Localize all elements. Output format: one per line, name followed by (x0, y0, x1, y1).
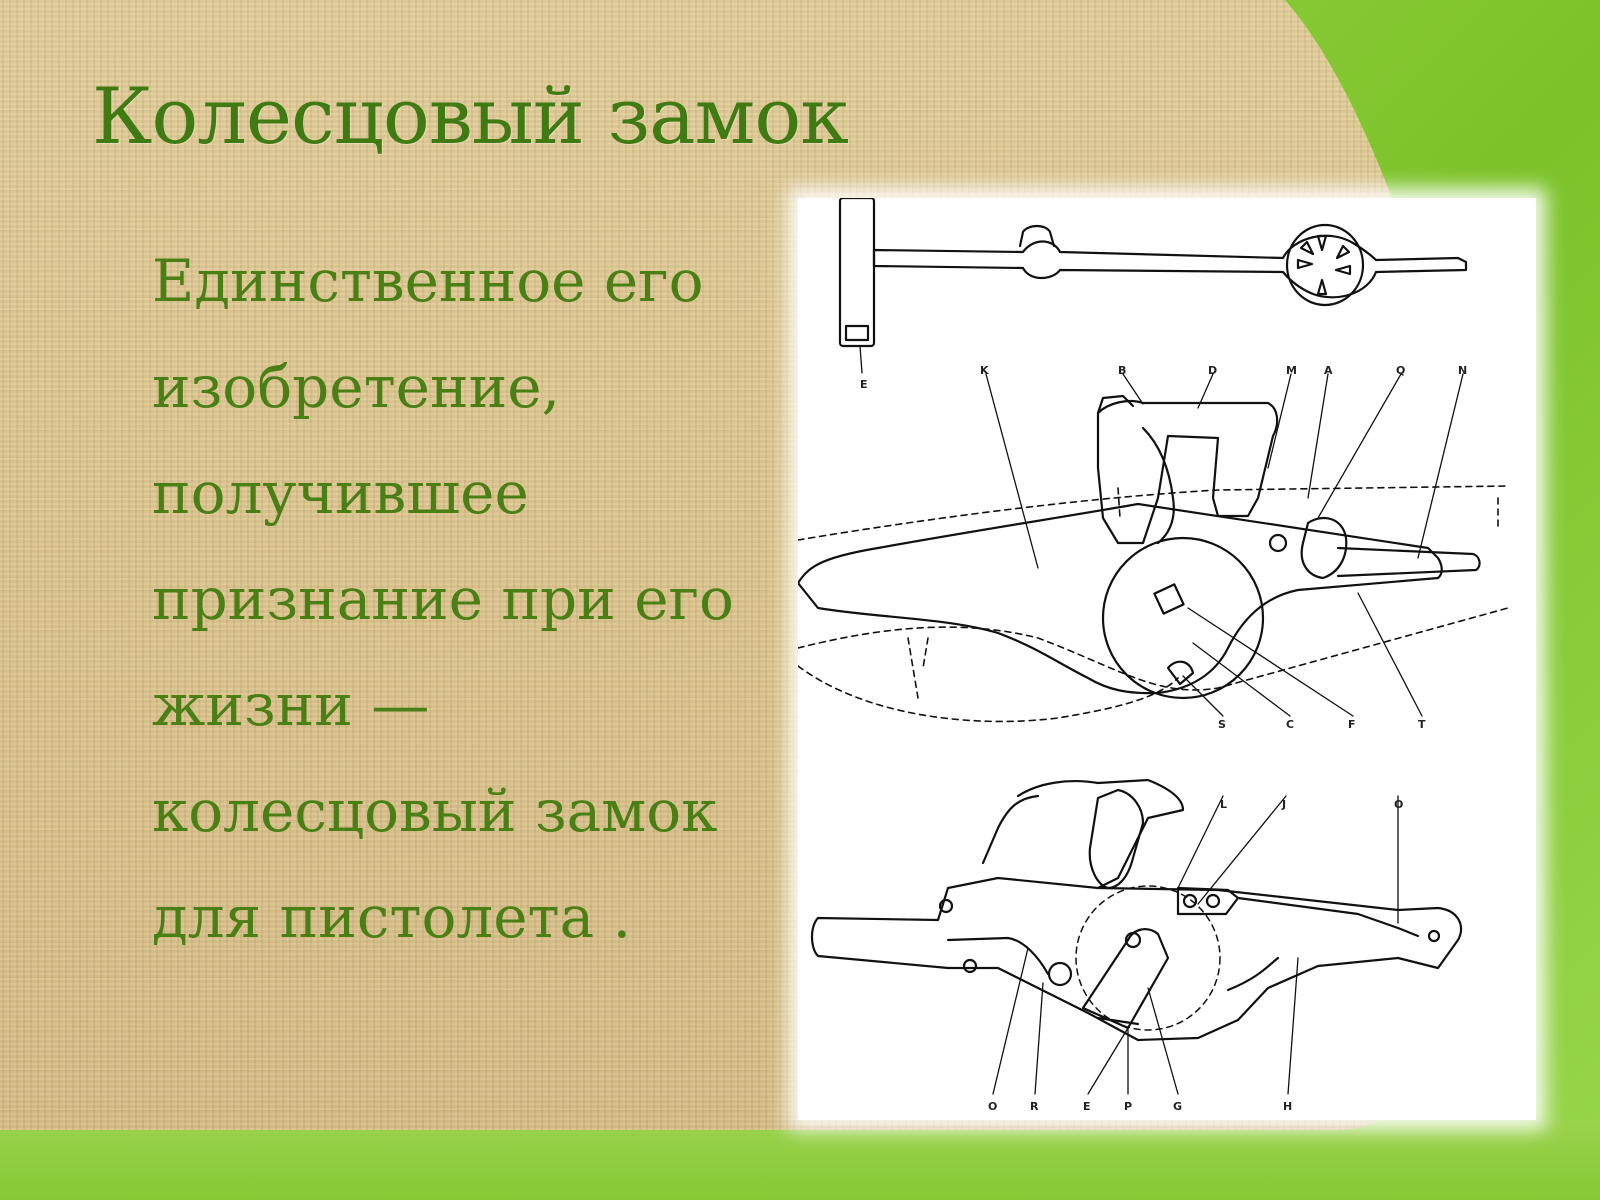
wheellock-diagram: E K B D M A Q N S C F T L J O O R E P G … (798, 198, 1536, 1120)
label-k: K (980, 364, 989, 377)
slide-title: Колесцовый замок (92, 72, 849, 162)
label-d: D (1208, 364, 1217, 377)
label-m: M (1286, 364, 1297, 377)
label-r: R (1030, 1100, 1039, 1113)
body-line: получившее (152, 459, 529, 527)
label-a: A (1324, 364, 1333, 377)
diagram-labels: E K B D M A Q N S C F T L J O O R E P G … (860, 364, 1467, 1113)
slide-bottom-band (0, 1120, 1600, 1200)
label-n: N (1458, 364, 1467, 377)
label-f: F (1348, 718, 1356, 731)
label-b: B (1118, 364, 1126, 377)
label-c: C (1286, 718, 1294, 731)
label-e: E (1083, 1100, 1091, 1113)
body-line: Единственное его (152, 247, 704, 315)
body-line: колесцовый замок (152, 777, 718, 845)
label-l: L (1220, 798, 1227, 811)
body-line: признание при его (152, 565, 734, 633)
lock-plate-part (798, 394, 1481, 700)
label-j: J (1281, 798, 1286, 811)
wheellock-drawing: E K B D M A Q N S C F T L J O O R E P G … (798, 198, 1509, 1113)
leader-lines (859, 345, 1464, 1095)
label-g: G (1173, 1100, 1182, 1113)
body-line: изобретение, (152, 353, 561, 421)
label-h: H (1283, 1100, 1292, 1113)
body-line: жизни — (152, 671, 430, 739)
body-line: для пистолета . (152, 883, 632, 951)
label-p: P (1124, 1100, 1132, 1113)
stock-outline (798, 485, 1509, 723)
label-t: T (1418, 718, 1426, 731)
label-s: S (1218, 718, 1226, 731)
label-o: O (988, 1100, 997, 1113)
lock-internals-part (810, 778, 1463, 1042)
spanner-key-part (838, 198, 1468, 348)
label-q: Q (1396, 364, 1405, 377)
slide-body: Единственное его изобретение, получившее… (152, 228, 792, 970)
label-e-top: E (860, 378, 868, 391)
label-o-top: O (1394, 798, 1403, 811)
